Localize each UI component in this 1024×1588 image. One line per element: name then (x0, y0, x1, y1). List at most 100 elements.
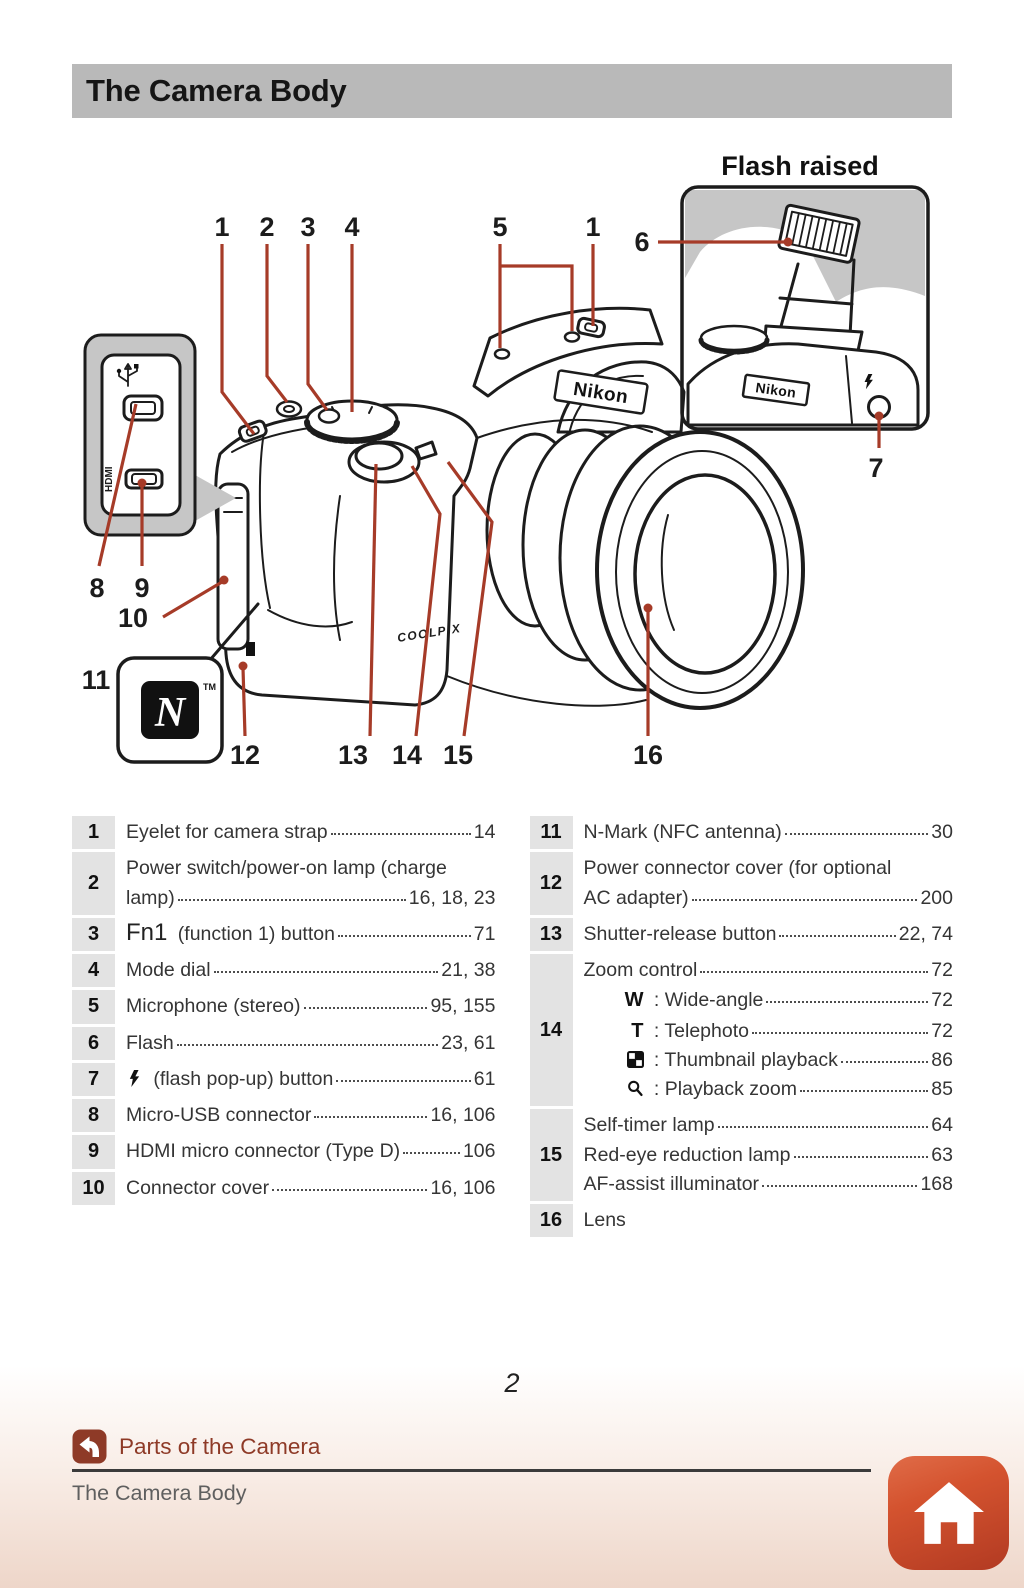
nfc-n-mark: N (154, 690, 187, 736)
dotted-leader (700, 971, 929, 973)
callout-number: 3 (300, 212, 315, 242)
part-entry: Power switch/power-on lamp (charge (126, 854, 496, 883)
part-label: HDMI micro connector (Type D) (126, 1140, 401, 1163)
parts-row: 12 Power connector cover (for optional AC … (529, 852, 954, 915)
dotted-leader (840, 1060, 929, 1063)
part-pages: 21, 38 (441, 959, 496, 981)
part-number: 1 (72, 816, 115, 850)
part-label: AF-assist illuminator (583, 1172, 760, 1195)
part-number: 3 (72, 917, 115, 951)
part-label: Power connector cover (for optional (583, 857, 892, 880)
part-pages: 72 (931, 1019, 953, 1042)
parts-row: 11 N-Mark (NFC antenna) 30 (529, 816, 954, 850)
dotted-leader (717, 1126, 929, 1129)
part-pages: 72 (931, 959, 953, 981)
part-label: Zoom control (583, 959, 698, 981)
flash-bolt-icon (126, 1068, 143, 1087)
footer-subsection: The Camera Body (72, 1481, 247, 1505)
part-label: Self-timer lamp (583, 1114, 715, 1137)
callout-number: 4 (344, 212, 359, 242)
callout-number: 7 (868, 453, 883, 483)
part-label: Microphone (stereo) (126, 995, 301, 1018)
part-pages: 86 (931, 1048, 953, 1071)
callout-number: 16 (633, 740, 663, 770)
parts-row: 8 Micro-USB connector 16, 106 (72, 1099, 496, 1133)
part-number: 16 (529, 1204, 573, 1238)
part-number: 10 (72, 1171, 115, 1205)
part-entry: AC adapter)200 (584, 884, 954, 913)
part-pages: 14 (473, 821, 496, 843)
dotted-leader (314, 1116, 428, 1118)
part-label: Shutter-release button (583, 922, 777, 945)
part-pages: 16, 106 (430, 1176, 496, 1199)
part-label: AC adapter) (583, 886, 689, 909)
part-pages: 30 (931, 821, 953, 843)
part-number: 11 (529, 816, 573, 850)
part-number: 4 (72, 954, 115, 988)
playback-zoom-icon (620, 1078, 644, 1097)
part-label: : Thumbnail playback (648, 1048, 838, 1071)
part-entry: Self-timer lamp 64 (584, 1111, 954, 1140)
callout-number: 12 (230, 740, 260, 770)
part-label: : Playback zoom (648, 1078, 797, 1100)
camera-diagram: Nikon (0, 130, 1024, 816)
camera-diagram-svg: Nikon (82, 151, 930, 770)
part-label: : Wide-angle (648, 989, 764, 1012)
part-pages: 64 (931, 1114, 953, 1137)
dotted-leader (766, 1001, 929, 1004)
part-pages: 23, 61 (441, 1031, 496, 1054)
callout-number: 5 (492, 212, 507, 242)
part-entry: Zoom control 72 (584, 956, 954, 985)
part-entry: Shutter-release button 22, 74 (584, 920, 954, 949)
part-label: (function 1) button (172, 922, 335, 945)
part-pages: 22, 74 (898, 922, 953, 945)
part-entry: N-Mark (NFC antenna) 30 (584, 818, 954, 847)
page-title: The Camera Body (72, 64, 952, 118)
connector-inset: HDMI (83, 333, 236, 537)
part-number: 6 (72, 1026, 115, 1060)
dotted-leader (793, 1155, 929, 1158)
part-number: 12 (529, 852, 573, 915)
part-label: Micro-USB connector (126, 1104, 312, 1126)
nfc-tm-mark: TM (203, 682, 216, 692)
callout-lines (97, 237, 884, 737)
parts-column-right: 11 N-Mark (NFC antenna) 30 12 Power connecto… (529, 816, 954, 1238)
section-link-label: Parts of the Camera (119, 1433, 321, 1459)
callout-number: 14 (392, 740, 422, 770)
part-number: 15 (529, 1109, 573, 1201)
section-link[interactable]: Parts of the Camera (72, 1429, 320, 1464)
part-number: 13 (529, 917, 573, 951)
part-number: 9 (72, 1135, 115, 1169)
dotted-leader (779, 934, 896, 937)
callout-number: 2 (259, 212, 274, 242)
part-entry: Microphone (stereo)95, 155 (126, 992, 496, 1021)
part-pages: 16, 18, 23 (408, 886, 496, 909)
part-label: Connector cover (126, 1176, 270, 1199)
part-pages: 16, 106 (430, 1104, 496, 1126)
part-label: N-Mark (NFC antenna) (583, 821, 782, 843)
hdmi-port-label: HDMI (104, 466, 115, 492)
flash-bolt-mark (864, 374, 873, 390)
callout-number: 10 (118, 603, 148, 633)
dotted-leader (272, 1188, 428, 1191)
part-number: 8 (72, 1099, 115, 1133)
dotted-leader (762, 1184, 918, 1187)
home-button[interactable] (888, 1456, 1009, 1570)
part-number: 5 (72, 990, 115, 1024)
